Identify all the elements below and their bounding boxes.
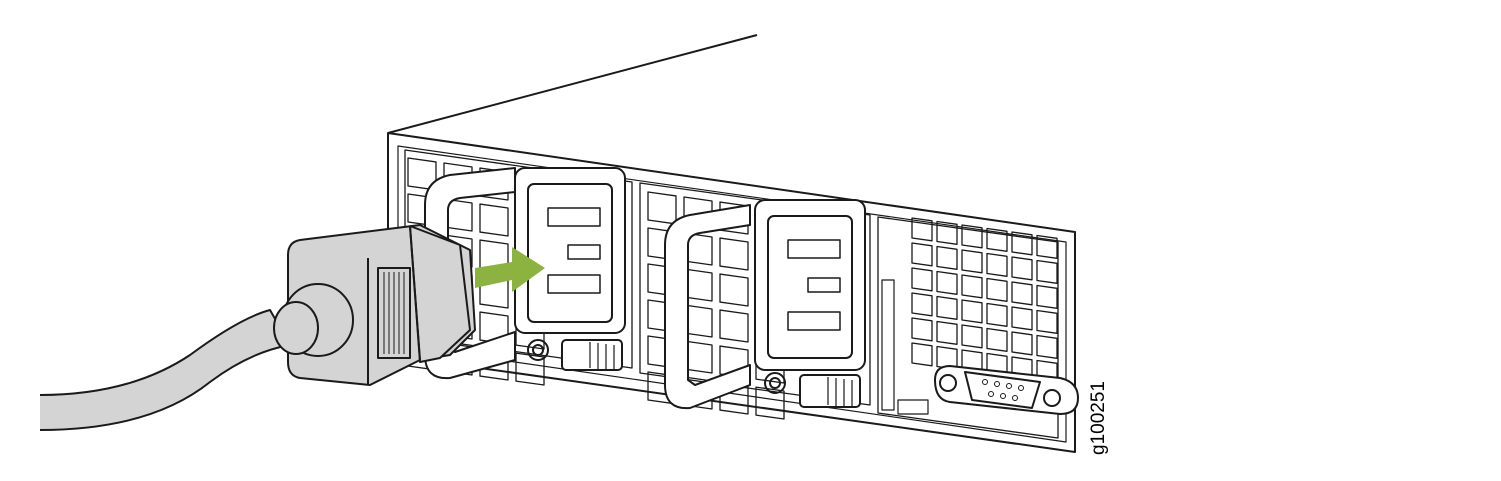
vent-hole bbox=[936, 295, 958, 320]
vent-hole bbox=[961, 324, 983, 349]
vent-hole bbox=[479, 203, 509, 237]
vent-hole bbox=[911, 217, 933, 242]
vent-hole bbox=[1036, 334, 1058, 359]
ac-inlet-2 bbox=[754, 199, 866, 371]
power-supply-1 bbox=[404, 149, 633, 371]
vent-hole bbox=[986, 302, 1008, 327]
vent-hole bbox=[755, 386, 785, 420]
vent-hole bbox=[936, 270, 958, 295]
vent-hole bbox=[961, 299, 983, 324]
vent-hole bbox=[719, 309, 749, 343]
vent-hole bbox=[961, 224, 983, 249]
insert-direction-arrow bbox=[475, 247, 545, 292]
vent-hole bbox=[1011, 256, 1033, 281]
power-supply-2 bbox=[639, 182, 871, 410]
status-led-2 bbox=[764, 372, 786, 394]
vent-hole bbox=[719, 237, 749, 271]
vent-hole bbox=[911, 292, 933, 317]
vent-hole bbox=[515, 352, 545, 386]
vent-hole bbox=[1036, 259, 1058, 284]
vent-hole bbox=[986, 277, 1008, 302]
vent-hole bbox=[986, 327, 1008, 352]
vent-hole bbox=[1036, 234, 1058, 259]
vent-hole bbox=[936, 245, 958, 270]
vent-hole bbox=[1011, 231, 1033, 256]
vent-hole bbox=[961, 249, 983, 274]
management-panel bbox=[877, 216, 1079, 439]
serial-console-port bbox=[934, 365, 1079, 415]
vent-hole bbox=[911, 317, 933, 342]
vent-hole bbox=[961, 274, 983, 299]
vent-hole bbox=[1011, 331, 1033, 356]
vent-hole bbox=[936, 220, 958, 245]
ground-terminal bbox=[897, 399, 929, 415]
ejector-latch-2 bbox=[799, 374, 861, 408]
power-cord-plug bbox=[273, 224, 476, 386]
vent-hole bbox=[1036, 284, 1058, 309]
ac-inlet-1 bbox=[514, 167, 626, 334]
vent-hole bbox=[1036, 309, 1058, 334]
status-led-1 bbox=[527, 339, 549, 361]
vent-hole bbox=[911, 267, 933, 292]
vent-hole bbox=[986, 227, 1008, 252]
vent-hole bbox=[1011, 306, 1033, 331]
vent-hole bbox=[719, 273, 749, 307]
vent-hole bbox=[1011, 281, 1033, 306]
vent-hole bbox=[911, 342, 933, 367]
figure-id-label: g100251 bbox=[1088, 381, 1109, 455]
vent-hole bbox=[986, 252, 1008, 277]
handle-2 bbox=[664, 204, 751, 410]
vent-hole bbox=[911, 242, 933, 267]
vent-hole bbox=[936, 320, 958, 345]
power-cable bbox=[39, 309, 291, 431]
ejector-latch-1 bbox=[561, 339, 623, 371]
